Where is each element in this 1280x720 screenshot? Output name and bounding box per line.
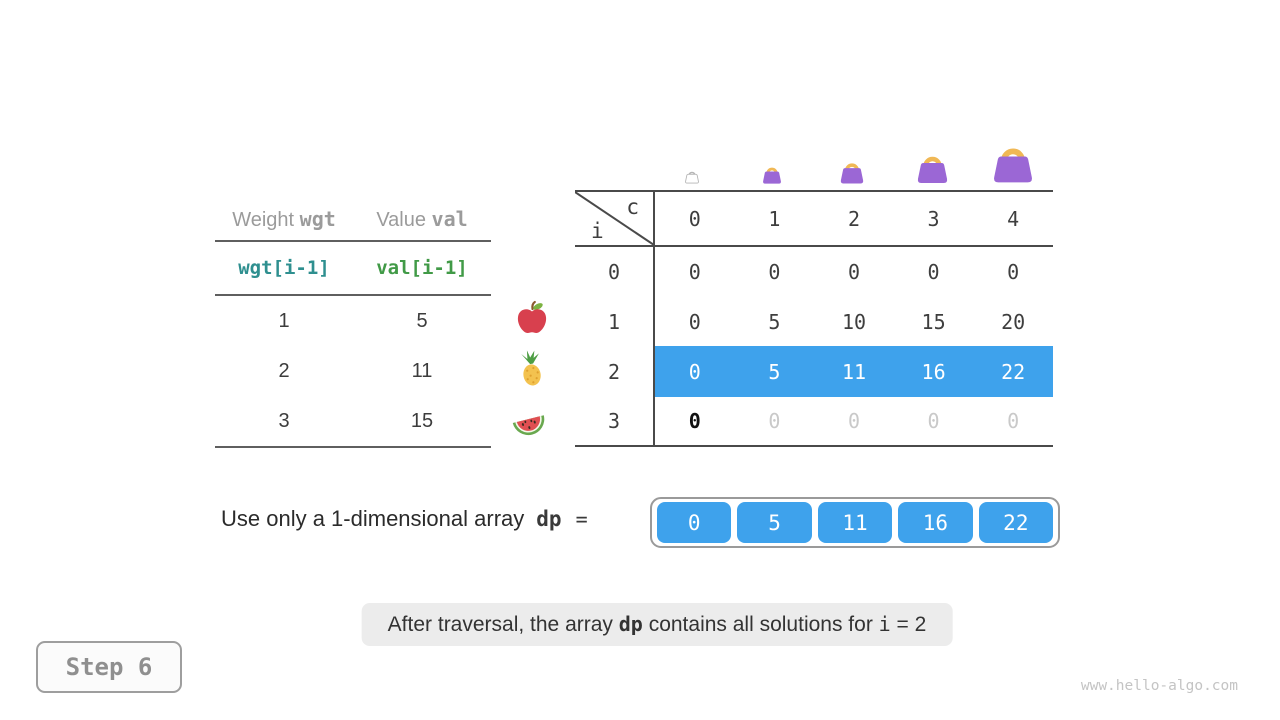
caption-text: contains all solutions for	[642, 613, 879, 636]
dp-cell-highlighted: 22	[973, 346, 1053, 397]
dp-array-label-text: Use only a 1-dimensional array	[221, 506, 525, 531]
dp-row-1: 1 0 5 10 15 20	[575, 297, 1053, 346]
dp-cell: 0	[688, 309, 701, 334]
dp-cell: 5	[768, 309, 781, 334]
bag-small-icon	[763, 167, 781, 184]
dp-cell: 15	[921, 309, 946, 334]
dp-var-name: dp	[536, 507, 562, 531]
row-header: 0	[575, 247, 655, 297]
equals-sign: =	[575, 507, 588, 531]
dp-row-3: 3 0 0 0 0 0	[575, 397, 1053, 445]
item-table: Weight wgt Value val wgt[i-1] val[i-1] 1…	[215, 198, 491, 448]
col-header: 3	[927, 206, 940, 231]
pineapple-icon	[521, 350, 541, 386]
item-value: 5	[416, 309, 428, 332]
col-header: 2	[847, 206, 860, 231]
diagonal-line	[575, 192, 655, 245]
col-header: 4	[1007, 206, 1020, 231]
dp-array-cell: 11	[817, 502, 893, 543]
item-row: 2 11	[215, 346, 491, 396]
col-header: 1	[768, 206, 781, 231]
val-code-label: val[i-1]	[376, 257, 468, 279]
dp-cell-highlighted: 16	[893, 346, 974, 397]
dp-cell: 0	[1007, 260, 1020, 284]
apple-icon	[517, 300, 547, 333]
watermark: www.hello-algo.com	[1080, 678, 1238, 694]
item-row: 3 15	[215, 396, 491, 446]
dp-cell-highlighted: 11	[814, 346, 894, 397]
divider	[215, 446, 491, 448]
bag-empty-icon	[685, 171, 699, 184]
dp-cell: 10	[841, 309, 867, 334]
item-weight: 3	[278, 409, 290, 432]
item-weight: 1	[278, 309, 290, 332]
dp-cell-pending: 0	[768, 409, 781, 433]
dp-cell: 20	[1001, 309, 1026, 334]
dp-cell-pending: 0	[847, 409, 860, 433]
item-row: 1 5	[215, 296, 491, 346]
weight-header: Weight wgt	[232, 206, 336, 231]
dp-cell: 0	[768, 260, 781, 284]
item-value: 15	[410, 409, 434, 432]
caption-i-code: i	[878, 612, 891, 636]
caption-box: After traversal, the array dp contains a…	[361, 603, 953, 646]
dp-cell-pending: 0	[1007, 409, 1020, 433]
dp-cell: 0	[688, 260, 701, 284]
dp-array: 0 5 11 16 22	[650, 497, 1060, 548]
bag-large-icon	[917, 156, 948, 183]
dp-cell-current: 0	[688, 409, 701, 433]
dp-cell-highlighted: 0	[655, 346, 735, 397]
col-var-label: c	[626, 195, 639, 219]
value-header: Value val	[376, 206, 468, 231]
caption-text: = 2	[890, 613, 927, 636]
dp-cell-pending: 0	[927, 409, 940, 433]
row-var-label: i	[591, 219, 604, 243]
dp-row-0: 0 0 0 0 0 0	[575, 247, 1053, 297]
watermelon-icon	[512, 415, 545, 436]
item-value: 11	[411, 359, 433, 382]
dp-array-cell: 0	[657, 502, 732, 543]
dp-array-cell: 22	[978, 502, 1054, 543]
dp-array-cell: 16	[898, 502, 973, 543]
caption-text: After traversal, the array	[387, 613, 619, 636]
dp-array-label: Use only a 1-dimensional array dp =	[221, 506, 588, 532]
item-table-header: Weight wgt Value val	[215, 198, 491, 240]
caption-dp-code: dp	[618, 612, 643, 636]
wgt-code-label: wgt[i-1]	[238, 257, 330, 279]
dp-row-2-highlighted: 2 0 5 11 16 22	[575, 346, 1053, 397]
bag-xlarge-icon	[994, 148, 1032, 183]
row-header: 2	[575, 346, 655, 397]
divider	[215, 240, 491, 242]
dp-cell: 0	[847, 260, 860, 284]
row-header: 1	[575, 297, 655, 346]
dp-table: c i 0 1 2 3 4 0 0 0 0 0 0 1 0 5 10 15 20…	[575, 190, 1053, 447]
item-weight: 2	[278, 359, 290, 382]
dp-cell-highlighted: 5	[734, 346, 815, 397]
dp-table-corner-cell: c i	[575, 192, 655, 245]
bag-medium-icon	[840, 163, 864, 184]
dp-cell: 0	[927, 260, 940, 284]
row-header: 3	[575, 397, 655, 445]
step-badge: Step 6	[36, 641, 182, 693]
dp-table-header-row: c i 0 1 2 3 4	[575, 192, 1053, 247]
item-table-code-row: wgt[i-1] val[i-1]	[215, 242, 491, 294]
dp-array-cell: 5	[737, 502, 812, 543]
divider	[215, 294, 491, 296]
col-header: 0	[688, 206, 701, 231]
